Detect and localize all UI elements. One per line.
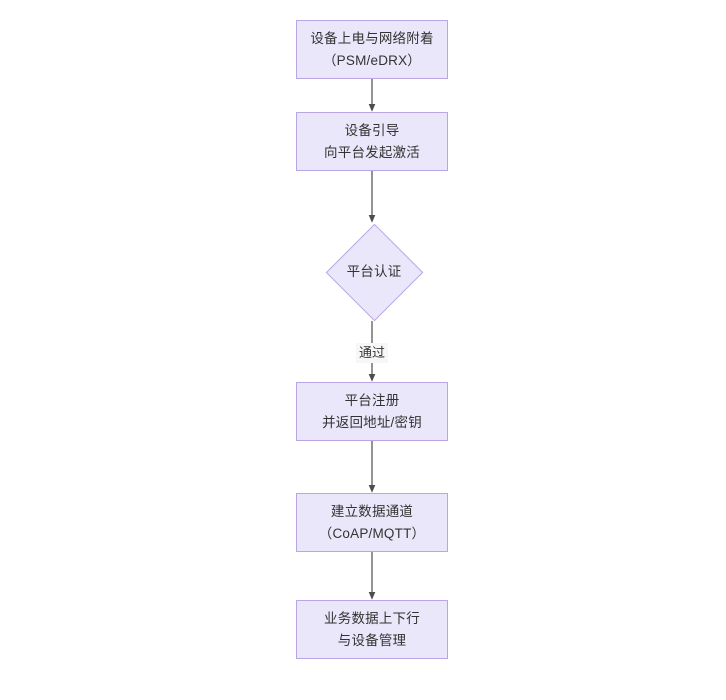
node-establish-data-channel[interactable]: 建立数据通道 （CoAP/MQTT） xyxy=(296,493,448,552)
node-device-power-on[interactable]: 设备上电与网络附着 （PSM/eDRX） xyxy=(296,20,448,79)
node-channel-line2: （CoAP/MQTT） xyxy=(318,525,426,541)
node-power-line1: 设备上电与网络附着 xyxy=(310,30,434,46)
node-register-line2: 并返回地址/密钥 xyxy=(322,414,422,430)
node-register-line1: 平台注册 xyxy=(344,392,400,408)
node-device-bootstrap[interactable]: 设备引导 向平台发起激活 xyxy=(296,112,448,171)
node-platform-registration[interactable]: 平台注册 并返回地址/密钥 xyxy=(296,382,448,441)
node-business-line2: 与设备管理 xyxy=(337,632,407,648)
node-bootstrap-line1: 设备引导 xyxy=(344,122,400,138)
node-power-line2: （PSM/eDRX） xyxy=(322,52,422,68)
node-channel-line1: 建立数据通道 xyxy=(330,503,414,519)
node-platform-authentication[interactable]: 平台认证 xyxy=(325,223,423,321)
node-auth-label: 平台认证 xyxy=(346,264,402,279)
node-bootstrap-line2: 向平台发起激活 xyxy=(324,144,420,160)
node-business-line1: 业务数据上下行 xyxy=(324,610,420,626)
edge-label-pass: 通过 xyxy=(355,343,389,363)
node-business-data-and-device-management[interactable]: 业务数据上下行 与设备管理 xyxy=(296,600,448,659)
